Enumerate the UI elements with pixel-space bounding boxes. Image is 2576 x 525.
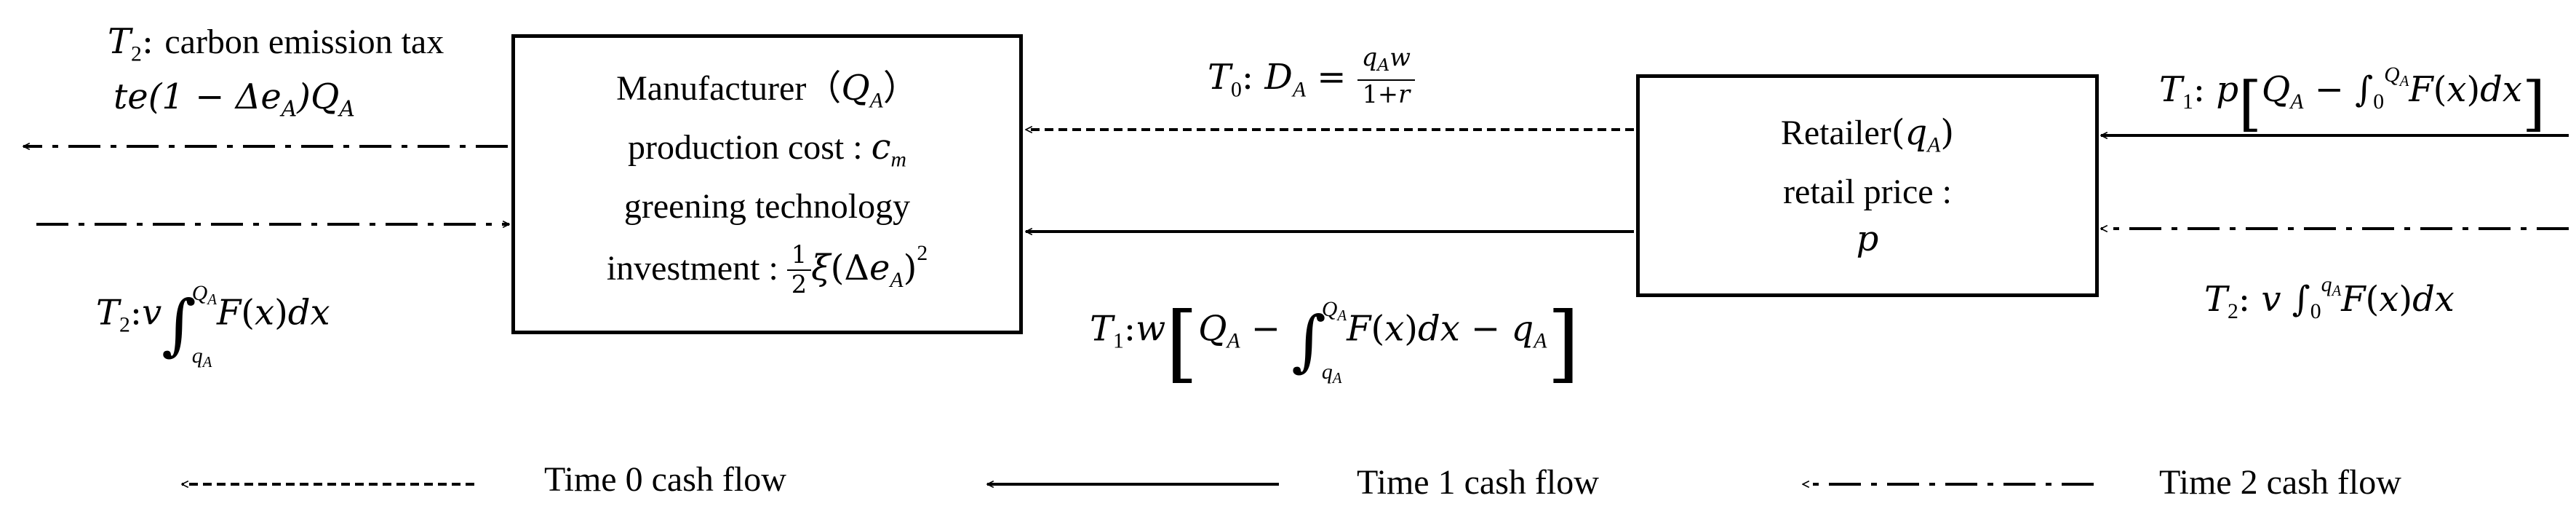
manufacturer-title-text: Manufacturer — [616, 69, 807, 108]
retailer-title-text: Retailer — [1780, 114, 1891, 153]
manufacturer-cost-symbol: c — [871, 127, 891, 168]
manufacturer-box: Manufacturer（QA） production cost : cm gr… — [511, 34, 1023, 334]
label-t2-carbon-tax-formula: te(1 − ΔeA)QA — [113, 76, 355, 122]
legend-label-time1: Time 1 cash flow — [1357, 463, 1599, 502]
label-t1-retail-income: T1: p[QA − ∫0QAF(x)dx] — [2159, 63, 2545, 138]
manufacturer-income-symbol: v — [142, 292, 162, 333]
manufacturer-title: Manufacturer（QA） — [616, 68, 918, 113]
retailer-title: Retailer(qA) — [1780, 112, 1955, 157]
manufacturer-tech: greening technology — [623, 186, 911, 226]
retailer-price-symbol: p — [1856, 218, 1879, 259]
t1-wholesale-symbol: w — [1136, 308, 1166, 350]
manufacturer-cost: production cost : cm — [628, 124, 906, 183]
retailer-symbol: q — [1905, 112, 1928, 154]
carbon-tax-formula: te(1 − Δe — [113, 76, 282, 117]
carbon-tax-formula-end: )Q — [297, 76, 340, 117]
retailer-price-label: retail price : — [1783, 172, 1952, 211]
manufacturer-cost-sub: m — [890, 147, 907, 172]
t2-retailer-symbol: v — [2261, 278, 2281, 320]
t0-payment-symbol: D — [1264, 57, 1293, 98]
manufacturer-symbol: Q — [841, 68, 870, 108]
manufacturer-cost-label: production cost : — [627, 128, 872, 167]
manufacturer-investment-label: investment : — [606, 248, 787, 288]
label-t2-carbon-tax-title: T2: carbon emission tax — [108, 21, 444, 66]
legend-label-time2: Time 2 cash flow — [2159, 463, 2401, 502]
t1-retail-symbol: p — [2216, 68, 2239, 110]
retailer-box: Retailer(qA) retail price : p — [1636, 74, 2099, 297]
retailer-symbol-sub: A — [1927, 133, 1941, 157]
legend-label-time0: Time 0 cash flow — [544, 460, 786, 499]
manufacturer-symbol-sub: A — [869, 88, 883, 113]
carbon-tax-text: carbon emission tax — [164, 23, 444, 61]
label-t2-retailer-salvage: T2: v ∫0qAF(x)dx — [2204, 272, 2455, 324]
